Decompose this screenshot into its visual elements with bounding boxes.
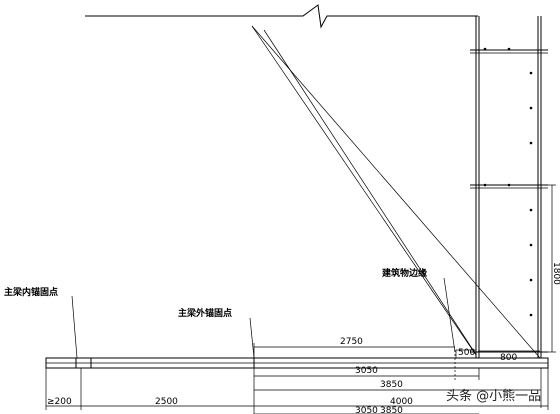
dim-3850-top: 3850 (380, 380, 403, 390)
label-main-beam-outer-anchor: 主梁外锚固点 (178, 307, 232, 319)
dim-1800: 1800 (551, 262, 560, 285)
scaffold-bolts (483, 47, 533, 317)
dim-3050-top: 3050 (355, 366, 378, 376)
dim-3850-bottom: 3850 (380, 406, 403, 414)
dim-200: ≥200 (47, 397, 72, 407)
dim-500: 500 (458, 348, 475, 358)
label-main-beam-inner-anchor: 主梁内锚固点 (4, 286, 58, 298)
slab-break-line (85, 4, 478, 29)
label-building-edge: 建筑物边缘 (382, 267, 427, 279)
stay-cable-outer (251, 25, 541, 359)
watermark: 头条 @小熊一品 (446, 388, 541, 404)
dim-2500: 2500 (155, 397, 178, 407)
dim-3050-bottom: 3050 (355, 406, 378, 414)
dim-4000: 4000 (390, 397, 413, 407)
stay-cable-inner (251, 25, 477, 356)
dim-2750: 2750 (340, 337, 363, 347)
stay-cable-mid (263, 29, 476, 354)
dim-800: 800 (500, 353, 517, 363)
